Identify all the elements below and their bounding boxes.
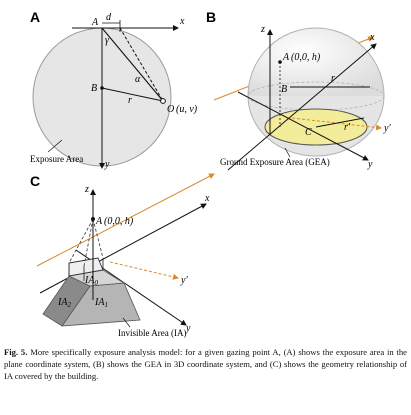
label-z: z bbox=[260, 24, 265, 35]
label-ia2: IA2 bbox=[57, 297, 71, 309]
label-a-coords: (0,0, h) bbox=[291, 52, 321, 63]
label-ia1: IA1 bbox=[94, 297, 108, 309]
panel-a-title: A bbox=[30, 9, 40, 25]
label-y: y bbox=[367, 159, 373, 170]
orange-axis-lower bbox=[109, 261, 179, 280]
label-y: y bbox=[185, 323, 191, 334]
panel-c: C z x A (0,0, h) y′ y IA0 IA2 IA1 bbox=[30, 173, 215, 338]
point-a bbox=[91, 217, 95, 221]
exposure-area-label: Exposure Area bbox=[30, 154, 83, 164]
label-alpha: α bbox=[135, 74, 141, 85]
panel-b-title: B bbox=[206, 9, 216, 25]
panel-b: B z x A (0,0, h) B r C r′ y′ y bbox=[206, 9, 391, 171]
caption-text: More specifically exposure analysis mode… bbox=[4, 347, 407, 381]
label-o: O bbox=[167, 104, 174, 115]
line-a-to-o bbox=[101, 27, 164, 102]
panel-c-title: C bbox=[30, 173, 40, 189]
label-a: A bbox=[91, 17, 99, 28]
gea-label: Ground Exposure Area (GEA) bbox=[220, 157, 330, 167]
hemisphere-top bbox=[247, 27, 385, 97]
label-r: r bbox=[331, 73, 335, 84]
point-b bbox=[100, 86, 104, 90]
label-a-coords: (0,0, h) bbox=[104, 216, 134, 227]
orange-axis-upper bbox=[36, 173, 215, 267]
radius-line bbox=[101, 87, 164, 102]
label-x: x bbox=[369, 32, 375, 43]
label-d: d bbox=[106, 12, 112, 23]
label-z: z bbox=[84, 184, 89, 195]
radius-r-prime-line bbox=[315, 117, 365, 128]
label-r: r bbox=[128, 95, 132, 106]
point-o bbox=[160, 98, 166, 104]
label-y-prime: y′ bbox=[383, 123, 391, 134]
invisible-area-label: Invisible Area (IA) bbox=[118, 328, 186, 338]
label-c: C bbox=[305, 127, 312, 138]
panel-b-y-axis bbox=[237, 91, 369, 161]
label-a: A bbox=[282, 52, 290, 63]
caption-label: Fig. 5. bbox=[4, 347, 28, 357]
label-x: x bbox=[179, 16, 185, 27]
label-a: A bbox=[95, 216, 103, 227]
label-y: y bbox=[104, 159, 110, 170]
label-b: B bbox=[91, 83, 97, 94]
label-gamma: γ bbox=[105, 35, 110, 46]
figure-canvas: A A d x γ B α r O (u, v) y Exposure Area… bbox=[30, 9, 391, 338]
label-r-prime: r′ bbox=[344, 122, 351, 133]
panel-a: A A d x γ B α r O (u, v) y Exposure Area bbox=[30, 9, 198, 170]
figure-caption: Fig. 5. More specifically exposure analy… bbox=[4, 346, 407, 382]
label-b: B bbox=[281, 84, 287, 95]
label-y-prime: y′ bbox=[180, 275, 188, 286]
label-o-coords: (u, v) bbox=[176, 104, 198, 115]
panel-b-x-axis bbox=[227, 43, 377, 171]
label-ia0: IA0 bbox=[84, 275, 98, 287]
label-x: x bbox=[204, 193, 210, 204]
dashed-line-to-o bbox=[119, 27, 164, 102]
exposure-area-leader bbox=[47, 139, 63, 153]
